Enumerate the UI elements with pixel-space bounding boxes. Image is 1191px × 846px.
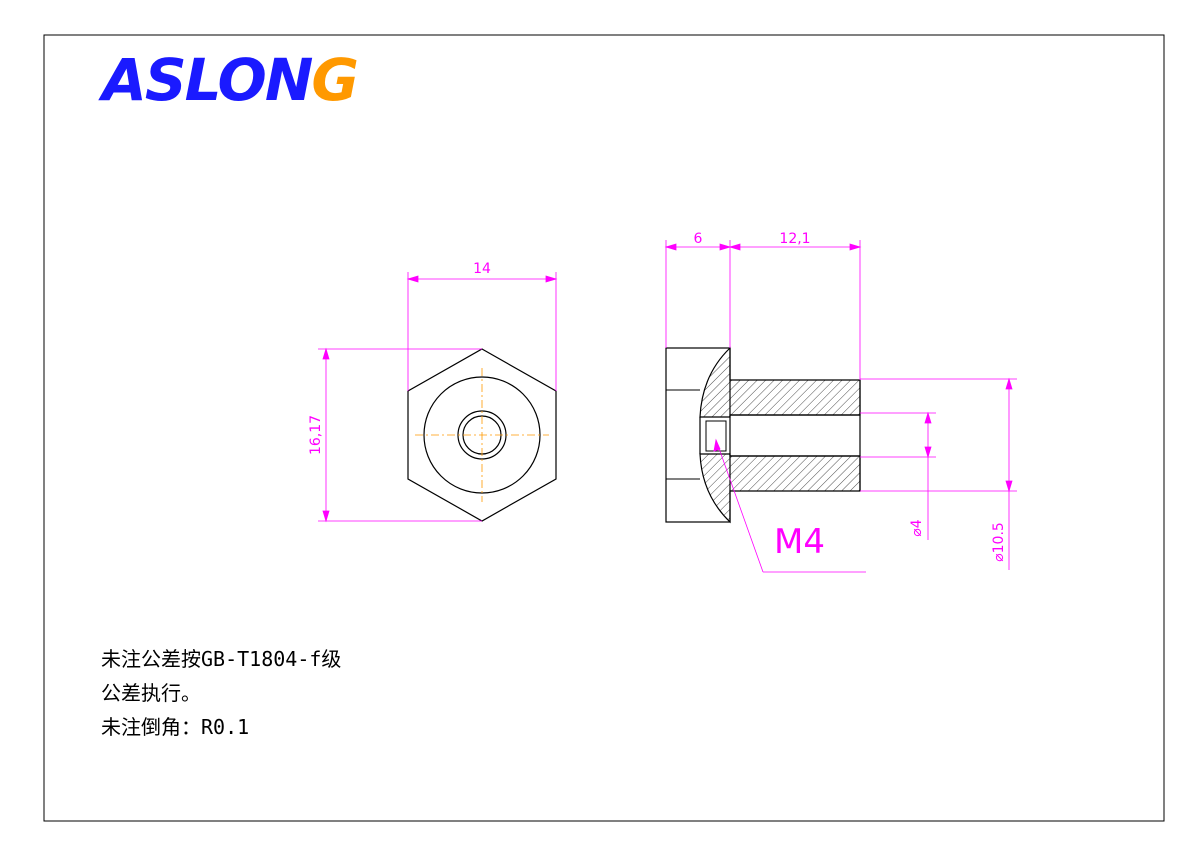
dim-side-head <box>664 240 862 380</box>
logo-text-last: G <box>311 46 357 114</box>
dim-bore <box>860 411 936 540</box>
dim-side-body-label: 12,1 <box>779 231 810 247</box>
thread-insert <box>705 420 727 452</box>
head-section-hatch-lower <box>699 453 861 524</box>
note-line-2: 公差执行。 <box>101 681 201 705</box>
head-section-hatch <box>699 346 861 418</box>
dim-front-height-label: 16,17 <box>308 415 324 455</box>
dim-outer-dia <box>860 377 1017 570</box>
dim-front-height <box>318 347 482 523</box>
note-line-1: 未注公差按GB-T1804-f级 <box>101 647 342 671</box>
dim-bore-label: ⌀4 <box>909 519 925 536</box>
dim-front-width-label: 14 <box>473 261 491 277</box>
drawing-border <box>43 34 1165 822</box>
note-line-3: 未注倒角：R0.1 <box>101 715 250 739</box>
logo-text-main: ASLON <box>98 46 313 114</box>
aslong-logo: ASLONG <box>98 46 359 114</box>
dim-side-head-label: 6 <box>694 231 703 247</box>
dim-front-width <box>406 272 558 391</box>
thread-leader <box>713 438 866 573</box>
side-view: 6 12,1 ⌀4 ⌀10.5 M4 <box>664 231 1017 573</box>
svg-text:ASLONG: ASLONG <box>98 46 357 114</box>
dim-outer-dia-label: ⌀10.5 <box>991 522 1007 562</box>
head-outline <box>665 347 731 523</box>
thread-label: M4 <box>774 522 825 562</box>
front-view: 14 16,17 <box>308 261 558 523</box>
tolerance-notes: 未注公差按GB-T1804-f级 公差执行。 未注倒角：R0.1 <box>101 642 341 744</box>
